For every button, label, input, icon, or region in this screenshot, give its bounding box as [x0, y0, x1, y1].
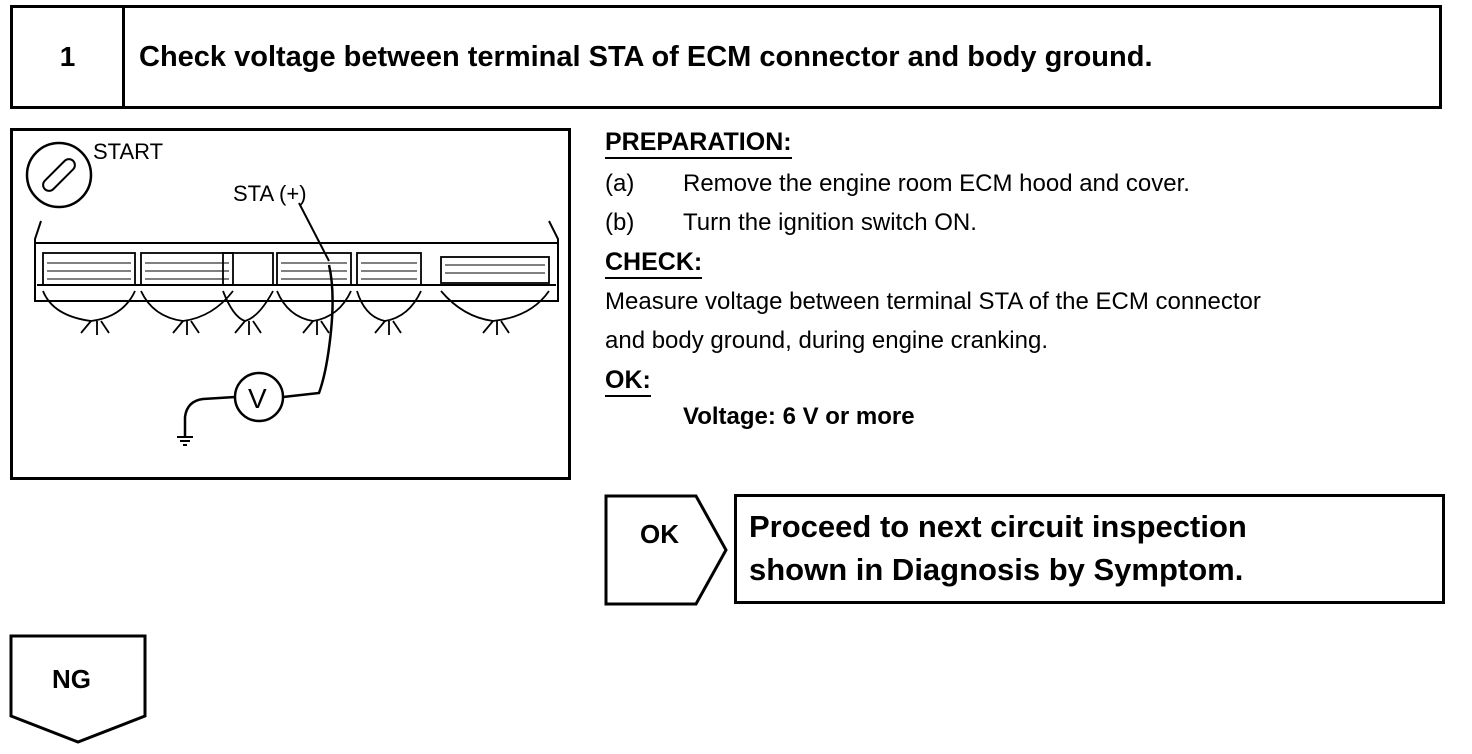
- connector-blocks: [42, 252, 550, 286]
- ecm-connector-housing: [34, 220, 559, 302]
- step-title: Check voltage between terminal STA of EC…: [139, 40, 1153, 73]
- voltmeter-symbol: V: [248, 383, 267, 414]
- start-label: START: [93, 139, 164, 164]
- ok-result-line-2: shown in Diagnosis by Symptom.: [749, 552, 1244, 587]
- ecm-connector-diagram: START STA (+) V: [10, 128, 571, 480]
- preparation-heading: PREPARATION:: [605, 130, 792, 159]
- ground-probe-lead: [183, 395, 236, 437]
- preparation-text-a: Remove the engine room ECM hood and cove…: [683, 170, 1190, 197]
- preparation-item-b: (b): [605, 211, 634, 235]
- check-line-1: Measure voltage between terminal STA of …: [605, 288, 1261, 315]
- item-letter: (b): [605, 209, 635, 236]
- preparation-item-a: (a): [605, 172, 634, 196]
- step-header: 1 Check voltage between terminal STA of …: [10, 5, 1442, 109]
- preparation-text-b: Turn the ignition switch ON.: [683, 209, 977, 236]
- ok-result-line-1: Proceed to next circuit inspection: [749, 509, 1247, 544]
- wire-harness: [42, 290, 550, 335]
- positive-probe-lead: [282, 264, 334, 399]
- terminal-leader-line: [298, 202, 330, 262]
- check-line-2: and body ground, during engine cranking.: [605, 327, 1048, 354]
- ok-heading: OK:: [605, 368, 651, 397]
- ground-icon: [177, 436, 193, 446]
- ok-spec: Voltage: 6 V or more: [683, 403, 915, 430]
- ng-arrow-shape: [9, 634, 147, 744]
- ignition-key-icon: [25, 141, 93, 209]
- ok-result-box: Proceed to next circuit inspection shown…: [734, 494, 1445, 604]
- ng-label: NG: [52, 664, 91, 694]
- connector-illustration: [25, 141, 559, 446]
- step-number: 1: [13, 8, 125, 106]
- item-letter: (a): [605, 170, 635, 197]
- connector-pins: [47, 262, 545, 280]
- sta-terminal-label: STA (+): [233, 181, 307, 206]
- check-heading: CHECK:: [605, 250, 703, 279]
- ok-label: OK: [640, 519, 679, 549]
- ok-arrow-shape: [604, 494, 728, 606]
